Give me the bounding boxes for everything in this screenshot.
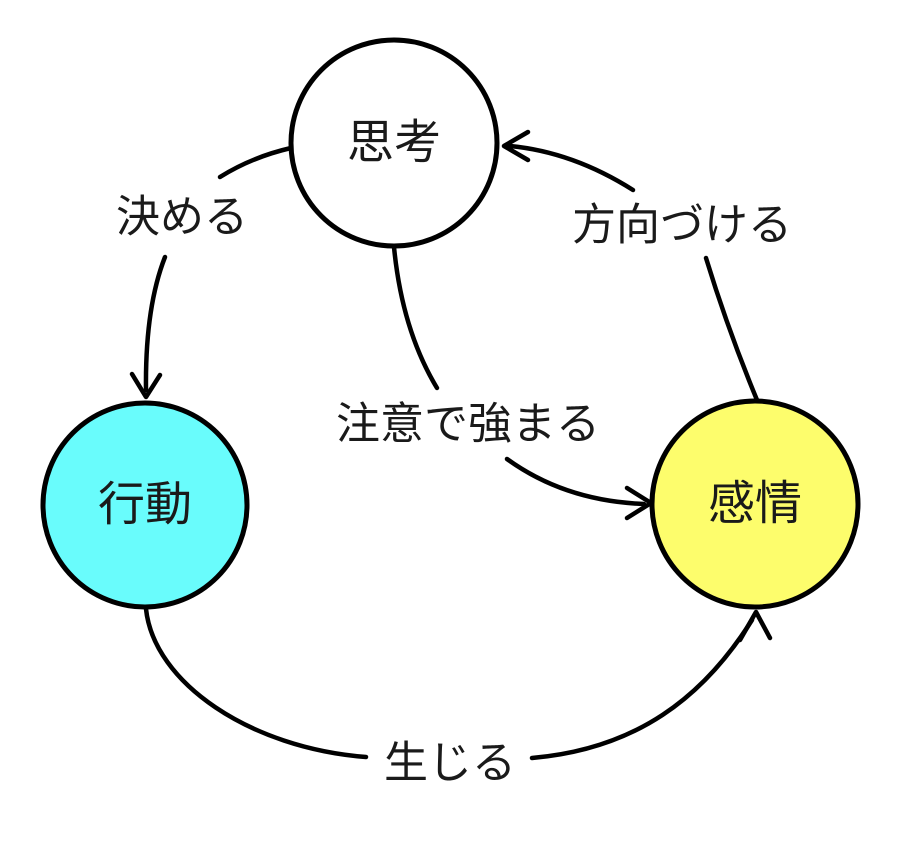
edge-arise-segment-end	[529, 617, 755, 761]
edge-decide-segment-end	[143, 254, 168, 393]
node-thinking-label: 思考	[347, 116, 441, 171]
edge-strengthen-segment-end	[504, 456, 647, 507]
node-action-circle	[40, 400, 250, 610]
edge-decide-arrowhead-icon	[129, 371, 163, 400]
edge-strengthen-label: 注意で強まる	[336, 399, 600, 450]
node-emotion-label: 感情	[708, 477, 802, 532]
edge-orient-segment-start	[703, 255, 760, 403]
node-emotion-circle	[649, 398, 861, 610]
edge-arise: 生じる	[143, 606, 773, 789]
node-thinking-circle	[288, 37, 500, 249]
edge-orient-arrowhead-icon	[501, 129, 531, 163]
node-thinking: 思考	[288, 37, 500, 249]
edge-decide: 決める	[116, 145, 294, 400]
edge-orient: 方向づける	[501, 129, 792, 403]
node-action-label: 行動	[98, 478, 192, 533]
node-action: 行動	[40, 400, 250, 610]
edge-strengthen-segment-start	[391, 244, 440, 391]
edge-strengthen: 注意で強まる	[336, 244, 654, 521]
node-emotion: 感情	[649, 398, 861, 610]
edge-decide-segment-start	[217, 145, 294, 180]
edge-decide-label: 決める	[116, 192, 248, 243]
edge-arise-arrowhead-icon	[737, 609, 773, 643]
edge-arise-label: 生じる	[384, 738, 516, 789]
edge-orient-label: 方向づける	[572, 200, 792, 251]
edge-arise-segment-start	[143, 606, 369, 760]
edge-orient-segment-end	[507, 143, 636, 193]
